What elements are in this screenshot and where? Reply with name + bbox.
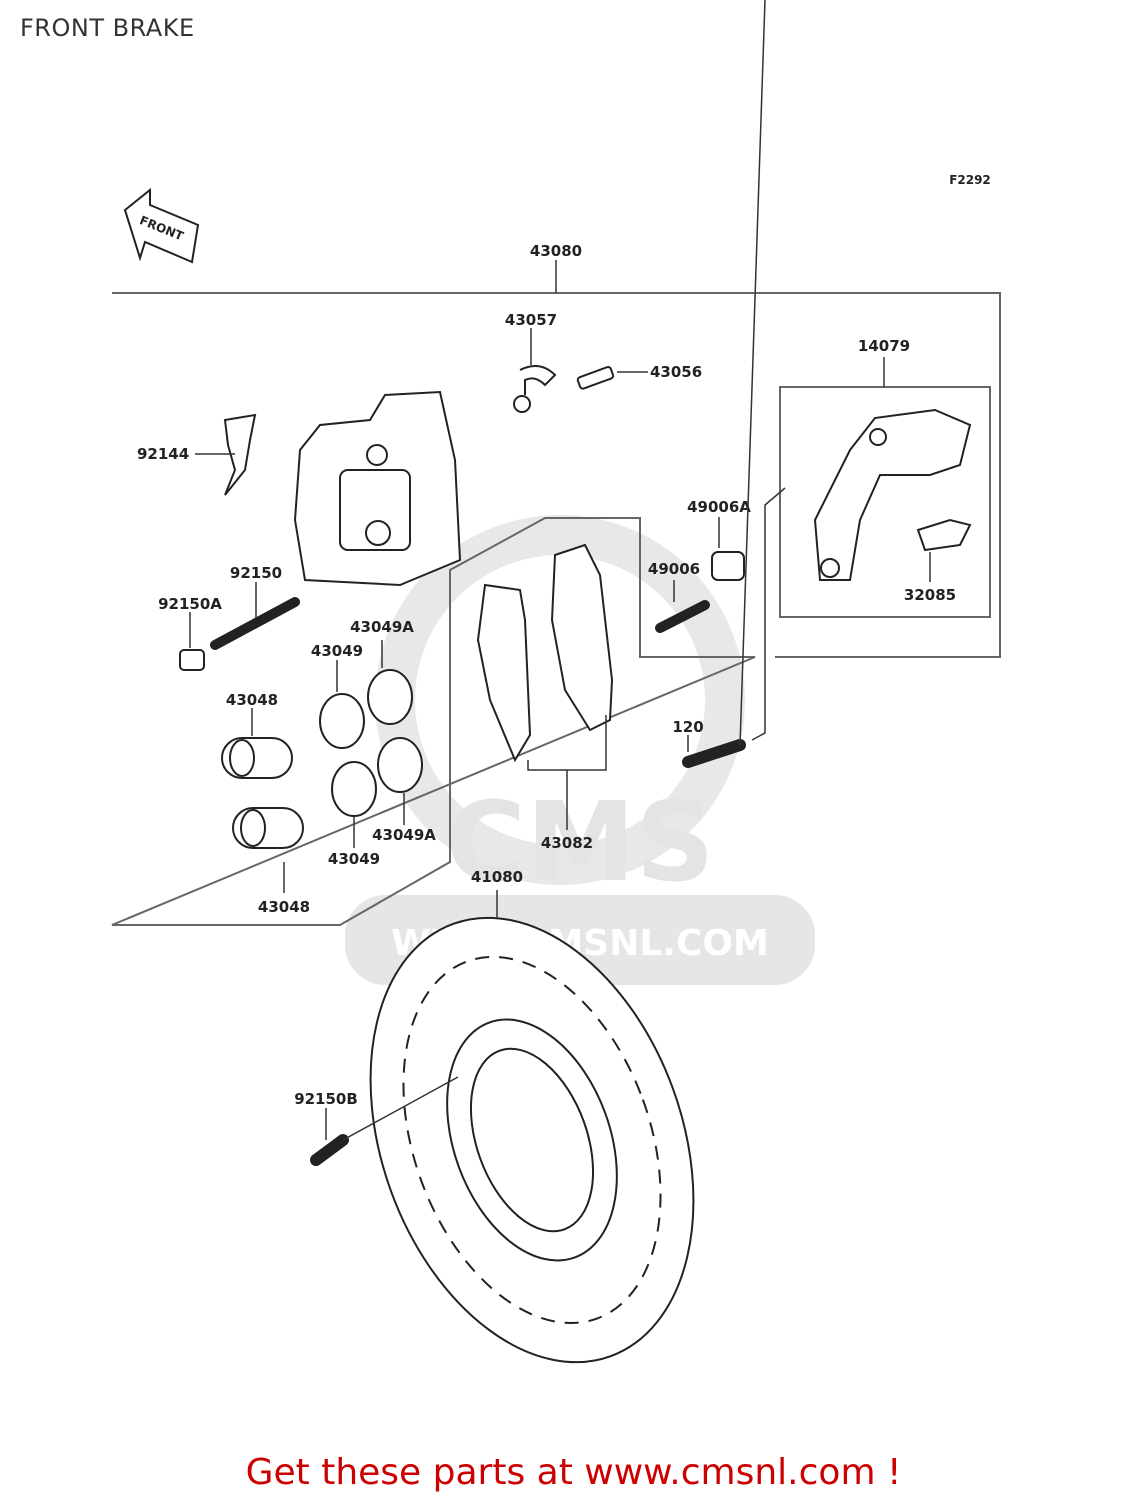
page-title: FRONT BRAKE: [20, 14, 195, 42]
bracket-hole-upper: [869, 428, 887, 446]
part-43057-ring: [513, 395, 531, 413]
part-43049-seal-bot: [331, 761, 377, 817]
front-arrow: FRONT: [123, 187, 200, 264]
part-43049-seal-top: [319, 693, 365, 749]
callout-43048-top: 43048: [226, 691, 278, 709]
figure-code: F2292: [949, 173, 991, 187]
callout-43049A-bot: 43049A: [372, 826, 436, 844]
caliper-piston-housing: [339, 469, 411, 551]
part-92150-pin: [210, 597, 300, 650]
callout-43056: 43056: [650, 363, 702, 381]
leader-120-axis: [739, 0, 766, 746]
front-arrow-icon: [123, 187, 200, 264]
pistons: [221, 737, 304, 849]
callout-32085: 32085: [904, 586, 956, 604]
callout-43057: 43057: [505, 311, 557, 329]
callout-92150A: 92150A: [158, 595, 222, 613]
callout-14079: 14079: [858, 337, 910, 355]
callout-92144: 92144: [137, 445, 189, 463]
bracket-hole-lower: [820, 558, 840, 578]
part-43056-bleeder: [576, 366, 615, 390]
callout-120: 120: [672, 718, 703, 736]
part-43082-pad-left: [476, 583, 532, 763]
caliper-body: [293, 390, 462, 587]
callout-43082: 43082: [541, 834, 593, 852]
part-14079-bracket: [813, 408, 972, 581]
part-43048-piston-top-face: [229, 739, 255, 777]
part-32085-clip: [916, 518, 972, 552]
disc-vent-ring: [402, 955, 662, 1325]
callout-92150: 92150: [230, 564, 282, 582]
part-43049A-seal-top: [367, 669, 413, 725]
disc-center-bore: [469, 1047, 595, 1233]
part-43082-pad-right: [550, 543, 614, 732]
watermark-brand: CMS: [445, 778, 714, 906]
brake-disc: [369, 916, 695, 1364]
part-49006-pin: [655, 600, 710, 633]
caliper-bolt-hole: [365, 520, 391, 546]
piston-seals: [319, 669, 423, 817]
brake-pads: [476, 543, 614, 763]
part-92144-clip: [223, 413, 257, 496]
callout-49006A: 49006A: [687, 498, 751, 516]
part-92150B-bolt: [310, 1134, 349, 1166]
part-49006A-boot: [711, 551, 745, 581]
part-92150A-plug: [179, 649, 205, 671]
leader-92150B-axis: [342, 1076, 459, 1141]
leader-120-path: [751, 487, 786, 741]
bracket-box: [779, 386, 991, 618]
callout-43049A-top: 43049A: [350, 618, 414, 636]
callout-43049-top: 43049: [311, 642, 363, 660]
part-120-bolt: [682, 739, 746, 768]
parts-diagram: CMS WWW.CMSNL.COM FRONT F2292 43080 1407…: [111, 0, 1001, 1364]
callout-43080: 43080: [530, 242, 582, 260]
callout-41080: 41080: [471, 868, 523, 886]
callout-43048-bot: 43048: [258, 898, 310, 916]
part-43049A-seal-bot: [377, 737, 423, 793]
caliper-bleed-hole: [366, 444, 388, 466]
callout-92150B: 92150B: [294, 1090, 358, 1108]
footer-link[interactable]: Get these parts at www.cmsnl.com !: [245, 1452, 902, 1493]
part-43048-piston-bot-face: [240, 809, 266, 847]
callout-49006: 49006: [648, 560, 700, 578]
part-43057-banjo: [519, 365, 557, 395]
callout-43049-bot: 43049: [328, 850, 380, 868]
